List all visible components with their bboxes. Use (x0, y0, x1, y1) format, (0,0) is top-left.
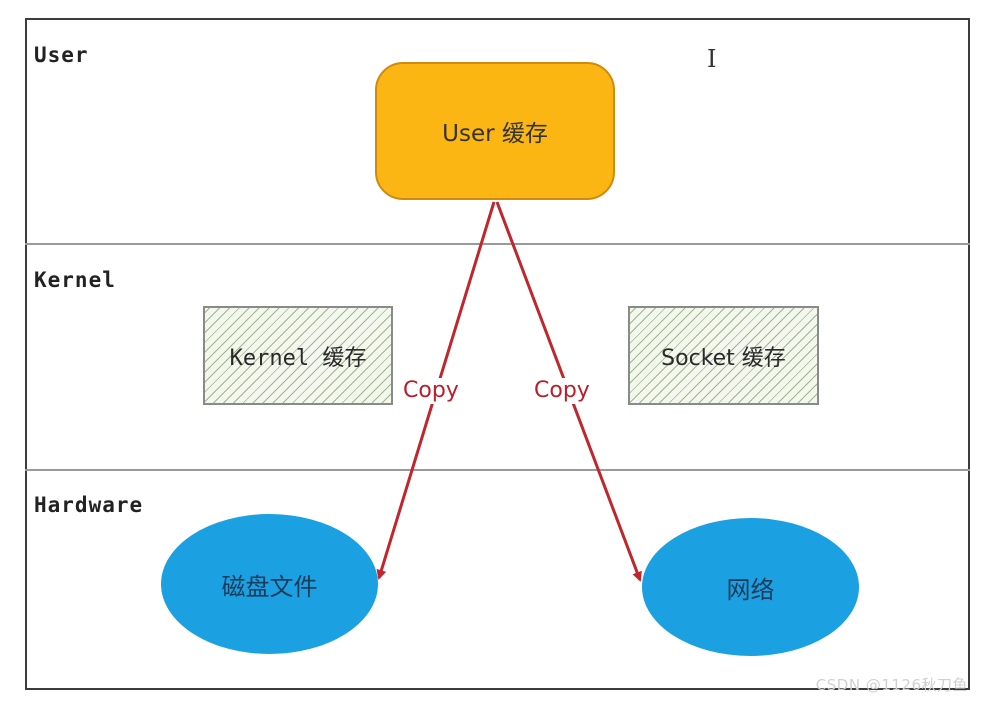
disk-file-label: 磁盘文件 (221, 572, 318, 601)
left-copy-label: Copy (401, 378, 461, 404)
user-kernel-divider (25, 243, 970, 245)
network-node: 网络 (642, 518, 859, 656)
kernel-hardware-divider (25, 469, 970, 471)
watermark: CSDN @1126秋刀鱼 (815, 676, 968, 694)
disk-file-node: 磁盘文件 (161, 514, 378, 654)
user-cache-label: User 缓存 (442, 121, 548, 147)
user-layer-label: User (34, 43, 89, 67)
socket-cache-node: Socket 缓存 (628, 306, 819, 405)
text-cursor-icon: I (707, 45, 717, 73)
kernel-layer-label: Kernel (34, 268, 116, 292)
kernel-cache-label: Kernel 缓存 (229, 345, 367, 371)
hardware-layer-label: Hardware (34, 493, 144, 517)
network-label: 网络 (726, 575, 775, 604)
socket-cache-label: Socket 缓存 (661, 345, 786, 371)
user-cache-node: User 缓存 (375, 62, 615, 200)
right-copy-label: Copy (532, 378, 592, 404)
kernel-cache-node: Kernel 缓存 (203, 306, 393, 405)
